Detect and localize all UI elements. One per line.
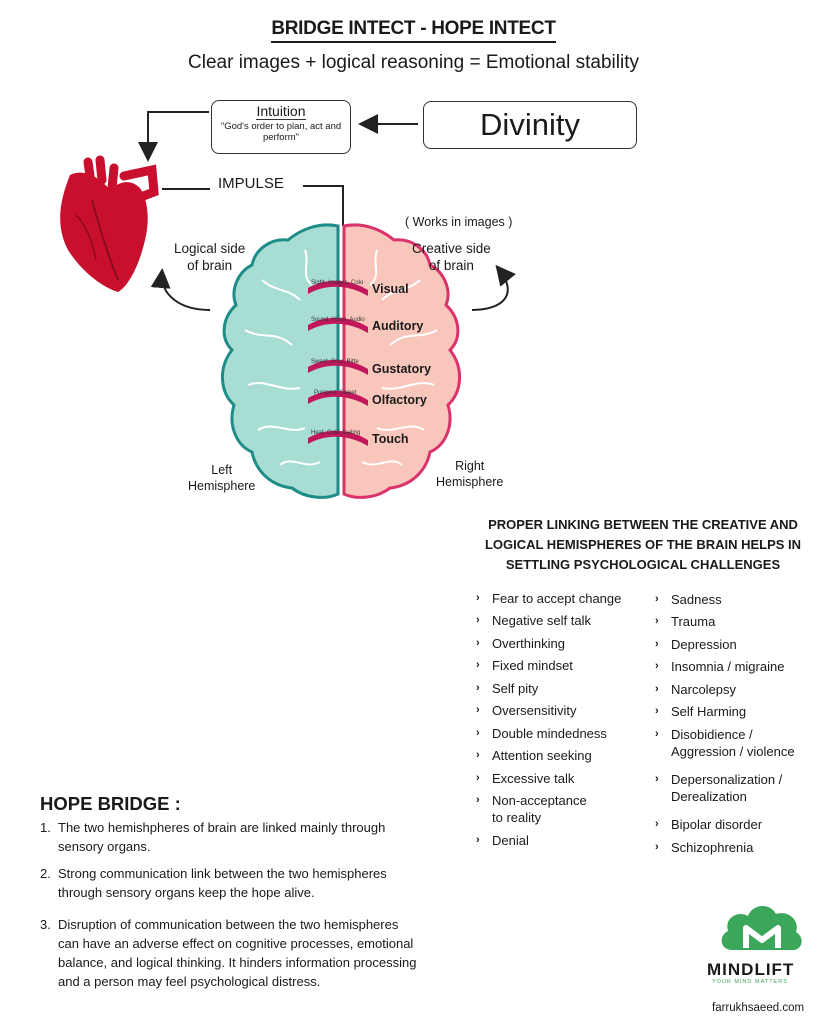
sense-touch: Touch [372, 432, 409, 446]
ribbon-touch [308, 430, 368, 446]
chevron-right-icon: › [655, 683, 659, 695]
sensory-ribbons [308, 280, 368, 446]
hope-bridge-point-2: 2. Strong communication link between the… [40, 866, 387, 900]
sense-olfactory: Olfactory [372, 393, 427, 407]
intuition-box: Intuition "God's order to plan, act and … [211, 100, 351, 154]
linking-heading: PROPER LINKING BETWEEN THE CREATIVE AND … [484, 517, 802, 572]
sense-visual: Visual [372, 282, 409, 296]
brand-tagline: YOUR MIND MATTERS [712, 979, 788, 985]
chevron-right-icon: › [476, 682, 480, 694]
hope-bridge-point-1: 1. The two hemishpheres of brain are lin… [40, 820, 386, 854]
ribbon-olfactory [308, 390, 368, 406]
chevron-right-icon: › [476, 834, 480, 846]
sense-auditory: Auditory [372, 319, 423, 333]
page-title: BRIDGE INTECT - HOPE INTECT [0, 18, 827, 43]
chevron-right-icon: › [476, 592, 480, 604]
divinity-box: Divinity [423, 101, 637, 149]
ribbon-auditory [308, 317, 368, 333]
impulse-line-right [303, 185, 344, 226]
ribbon-label-visual: Sight, Images, Colo [311, 280, 364, 286]
ribbon-label-touch: Heat, Cold, feeling [311, 430, 360, 436]
logical-side-label: Logical side of brain [174, 241, 246, 273]
chevron-right-icon: › [655, 841, 659, 853]
ribbon-label-gustatory: Sweet, Sour, Bitte [311, 359, 359, 365]
chevron-right-icon: › [476, 614, 480, 626]
creative-loop-arrow [471, 264, 516, 311]
chevron-right-icon: › [655, 638, 659, 650]
chevron-right-icon: › [655, 728, 659, 740]
ribbon-visual [308, 280, 368, 296]
chevron-right-icon: › [655, 615, 659, 627]
right-hemisphere-shape [342, 223, 462, 499]
hope-bridge-title: HOPE BRIDGE : [40, 793, 181, 814]
sense-gustatory: Gustatory [372, 362, 431, 376]
chevron-right-icon: › [476, 659, 480, 671]
chevron-right-icon: › [655, 773, 659, 785]
chevron-right-icon: › [476, 749, 480, 761]
chevron-right-icon: › [655, 818, 659, 830]
impulse-label: IMPULSE [218, 175, 284, 192]
chevron-right-icon: › [655, 660, 659, 672]
brand-name: MINDLIFT [707, 960, 795, 979]
ribbon-label-olfactory: Pungent, Sweet [314, 390, 357, 396]
logical-loop-arrow [150, 268, 211, 311]
mindlift-logo-icon [721, 905, 802, 951]
left-brain-folds [244, 249, 321, 466]
ribbon-gustatory [308, 359, 368, 375]
brain-diagram: Sight, Images, Colo Sound, Voice, Audio … [60, 111, 516, 499]
ribbon-label-auditory: Sound, Voice, Audio [311, 317, 365, 323]
arrow-intuition-to-heart [138, 111, 209, 162]
chevron-right-icon: › [476, 794, 480, 806]
chevron-right-icon: › [476, 637, 480, 649]
chevron-right-icon: › [655, 705, 659, 717]
chevron-right-icon: › [476, 727, 480, 739]
chevron-right-icon: › [476, 772, 480, 784]
intuition-title: Intuition [256, 103, 306, 120]
creative-side-label: Creative side of brain [412, 241, 491, 273]
right-hemisphere-label: Right Hemisphere [436, 459, 504, 489]
brand-url: farrukhsaeed.com [712, 1002, 805, 1014]
intuition-quote: "God's order to plan, act and perform" [220, 121, 342, 143]
page-subtitle: Clear images + logical reasoning = Emoti… [188, 52, 639, 73]
works-in-images-label: ( Works in images ) [405, 215, 513, 229]
hope-bridge-point-3: 3. Disruption of communication between t… [40, 917, 417, 989]
chevron-right-icon: › [476, 704, 480, 716]
chevron-right-icon: › [655, 593, 659, 605]
heart-icon [60, 155, 159, 292]
left-hemisphere-label: Left Hemisphere [188, 463, 256, 493]
right-brain-folds [361, 249, 438, 466]
